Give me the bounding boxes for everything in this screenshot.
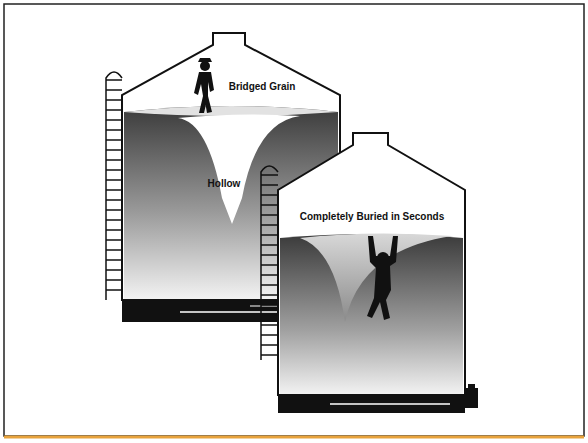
illustration-label: Hollow [208, 178, 241, 190]
frame [4, 4, 584, 436]
accent-rule [4, 436, 584, 439]
ladder [106, 72, 122, 300]
ladder [261, 166, 278, 360]
right-bin [278, 133, 478, 413]
illustration-label: Bridged Grain [229, 81, 296, 93]
illustration-label: Completely Buried in Seconds [300, 211, 444, 223]
